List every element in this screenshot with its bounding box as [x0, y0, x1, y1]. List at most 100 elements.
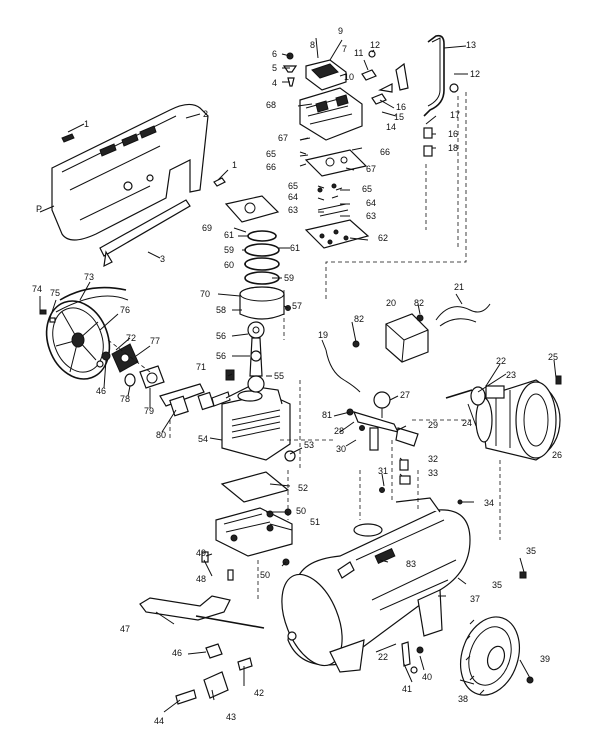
- callout-50a: 50: [296, 506, 306, 516]
- callout-70: 70: [200, 289, 210, 299]
- callout-56a: 56: [216, 331, 226, 341]
- crankcase: [221, 385, 291, 461]
- callout-15: 15: [394, 112, 404, 122]
- callout-55: 55: [274, 371, 284, 381]
- callout-13: 13: [466, 40, 476, 50]
- pressure-gauge-27: [373, 391, 391, 418]
- callout-14: 14: [386, 122, 396, 132]
- callout-39: 39: [540, 654, 550, 664]
- guard-bracket: [99, 199, 191, 268]
- callout-61b: 61: [290, 243, 300, 253]
- flywheel: [45, 295, 129, 380]
- callout-30: 30: [336, 444, 346, 454]
- callout-31: 31: [378, 466, 388, 476]
- handle: [139, 595, 265, 629]
- callout-9: 9: [338, 26, 343, 36]
- callout-69: 69: [202, 223, 212, 233]
- oil-plug-53: [284, 450, 296, 462]
- pressure-switch: [385, 313, 429, 363]
- callout-51: 51: [310, 517, 320, 527]
- callout-77: 77: [150, 336, 160, 346]
- callout-63b: 63: [366, 211, 376, 221]
- callout-54: 54: [198, 434, 208, 444]
- callout-47: 47: [120, 624, 130, 634]
- head-cover-10: [305, 59, 347, 91]
- callout-72: 72: [126, 333, 136, 343]
- callout-62: 62: [378, 233, 388, 243]
- callout-63a: 63: [288, 205, 298, 215]
- callout-22b: 22: [378, 652, 388, 662]
- callout-19: 19: [318, 330, 328, 340]
- callout-16b: 16: [448, 129, 458, 139]
- callout-44: 44: [154, 716, 164, 726]
- callout-23: 23: [506, 370, 516, 380]
- callout-83: 83: [406, 559, 416, 569]
- callout-6: 6: [272, 49, 277, 59]
- callout-59b: 59: [284, 273, 294, 283]
- callout-20: 20: [386, 298, 396, 308]
- callout-18: 18: [448, 143, 458, 153]
- callout-64b: 64: [366, 198, 376, 208]
- crank-hardware: [39, 309, 111, 368]
- callout-labels: 1 2 1 P 3 6 5 4 8 9 7 12 11 10 13 12 68 …: [32, 26, 562, 726]
- callout-64a: 64: [288, 192, 298, 202]
- piston: [239, 286, 291, 320]
- gasket-52: [220, 471, 290, 503]
- bearing-plate: [111, 343, 139, 373]
- callout-65c: 65: [362, 184, 372, 194]
- callout-4: 4: [272, 78, 277, 88]
- manifold-28: [346, 408, 419, 451]
- callout-32: 32: [428, 454, 438, 464]
- callout-8: 8: [310, 40, 315, 50]
- drive-belt: [59, 286, 127, 301]
- callout-60: 60: [224, 260, 234, 270]
- motor: [475, 379, 561, 461]
- callout-33: 33: [428, 468, 438, 478]
- belt-guard: [51, 103, 209, 241]
- valve-parts: [317, 183, 349, 217]
- callout-76: 76: [120, 305, 130, 315]
- callout-12a: 12: [370, 40, 380, 50]
- piston-rings: [244, 230, 280, 285]
- callout-66a: 66: [380, 147, 390, 157]
- callout-17: 17: [450, 110, 460, 120]
- callout-3: 3: [160, 254, 165, 264]
- callout-28: 28: [334, 426, 344, 436]
- callout-11: 11: [354, 48, 363, 58]
- callout-58: 58: [216, 305, 226, 315]
- callout-48: 48: [196, 574, 206, 584]
- callout-81: 81: [322, 410, 332, 420]
- air-tank: [281, 497, 471, 667]
- callout-66b: 66: [266, 162, 276, 172]
- callout-35a: 35: [526, 546, 536, 556]
- leader-lines: [39, 37, 557, 713]
- callout-75: 75: [50, 288, 60, 298]
- cylinder-head-68: [299, 87, 363, 141]
- base-plate-51: [215, 507, 293, 557]
- callout-1b: 1: [232, 160, 237, 170]
- callout-37: 37: [470, 594, 480, 604]
- connecting-rod: [247, 321, 265, 393]
- head-gasket-66: [304, 149, 368, 177]
- callout-42: 42: [254, 688, 264, 698]
- callout-40: 40: [422, 672, 432, 682]
- callout-74: 74: [32, 284, 42, 294]
- callout-41: 41: [402, 684, 412, 694]
- callout-29: 29: [428, 420, 438, 430]
- callout-73: 73: [84, 272, 94, 282]
- callout-1a: 1: [84, 119, 89, 129]
- drain-fittings: [175, 641, 424, 705]
- callout-59a: 59: [224, 245, 234, 255]
- callout-34: 34: [484, 498, 494, 508]
- callout-53: 53: [304, 440, 314, 450]
- callout-68: 68: [266, 100, 276, 110]
- callout-67a: 67: [278, 133, 288, 143]
- callout-65a: 65: [266, 149, 276, 159]
- callout-22a: 22: [496, 356, 506, 366]
- callout-61a: 61: [224, 230, 234, 240]
- callout-80: 80: [156, 430, 166, 440]
- callout-65b: 65: [288, 181, 298, 191]
- callout-35b: 35: [492, 580, 502, 590]
- callout-43: 43: [226, 712, 236, 722]
- callout-26: 26: [552, 450, 562, 460]
